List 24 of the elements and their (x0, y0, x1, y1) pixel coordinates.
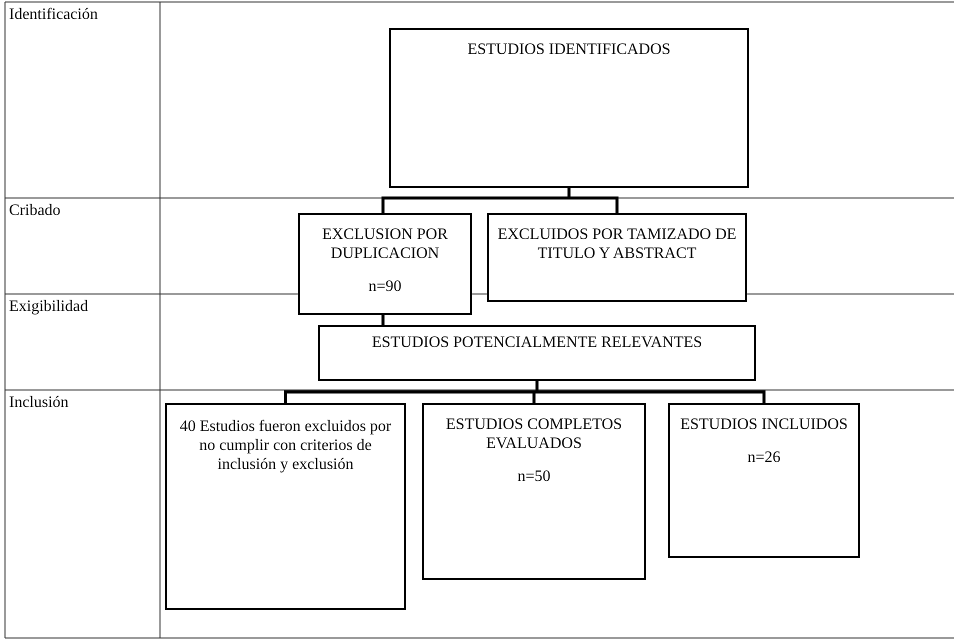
process-box (298, 213, 472, 315)
connector-line (382, 315, 384, 325)
box-heading: EXCLUSION POR DUPLICACION (321, 225, 449, 264)
stage-label: Cribado (9, 202, 61, 220)
box-heading: ESTUDIOS INCLUIDOS (680, 415, 848, 434)
process-box (487, 213, 747, 302)
stage-label: Inclusión (9, 394, 69, 412)
stage-label: Identificación (9, 6, 98, 24)
count-text: n=90 (368, 277, 402, 297)
stage-label: Exigibilidad (9, 298, 88, 316)
process-box (422, 403, 646, 580)
process-box (389, 28, 749, 188)
box-heading: ESTUDIOS COMPLETOS EVALUADOS (444, 415, 624, 454)
box-heading: EXCLUIDOS POR TAMIZADO DE TITULO Y ABSTRACT (497, 225, 737, 264)
count-text: n=50 (517, 467, 551, 487)
connector-line (536, 381, 766, 403)
connector-line (568, 188, 618, 213)
process-box (668, 403, 860, 558)
box-heading: ESTUDIOS IDENTIFICADOS (467, 40, 671, 60)
box-heading: ESTUDIOS POTENCIALMENTE RELEVANTES (372, 333, 702, 352)
process-box (165, 403, 406, 610)
box-heading: 40 Estudios fueron excluidos por no cumplir con criterios de inclusión y exclusión (178, 417, 392, 475)
count-text: n=26 (747, 448, 781, 468)
process-box (318, 325, 756, 381)
